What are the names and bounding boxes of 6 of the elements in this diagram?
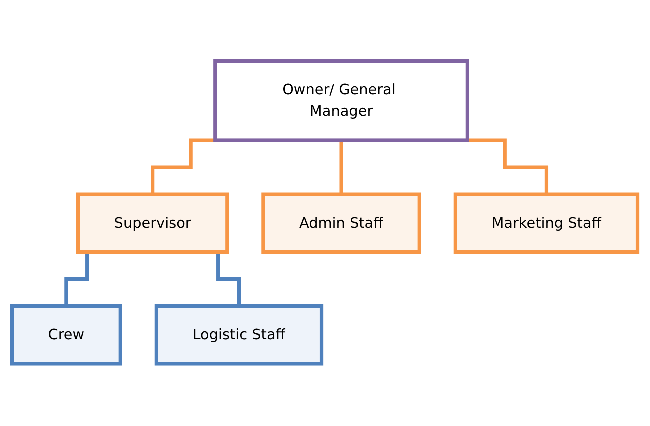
- node-box: Crew: [10, 304, 122, 366]
- node-box: Supervisor: [76, 193, 230, 254]
- node-box: Owner/ General Manager: [214, 60, 470, 143]
- node-box: Marketing Staff: [454, 193, 640, 254]
- node-box: Logistic Staff: [154, 304, 324, 366]
- node-box: Admin Staff: [262, 193, 422, 254]
